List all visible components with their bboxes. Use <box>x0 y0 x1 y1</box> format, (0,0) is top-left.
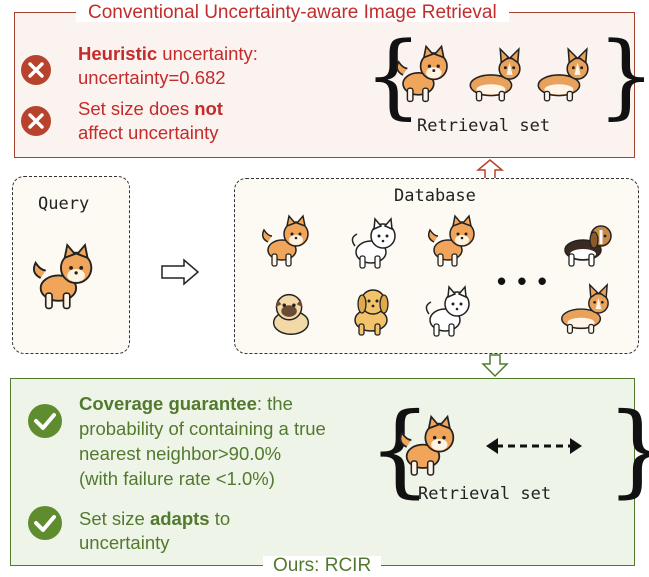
affect-uncertainty-text: affect uncertainty <box>78 122 219 143</box>
heuristic-uncertainty-text: Heuristic uncertainty: <box>78 43 258 64</box>
white-dog-image <box>418 282 480 342</box>
coverage-line-4: (with failure rate <1.0%) <box>79 468 275 489</box>
conventional-panel-title: Conventional Uncertainty-aware Image Ret… <box>76 3 509 22</box>
rcir-panel <box>10 378 635 566</box>
uncertainty-value-text: uncertainty=0.682 <box>78 67 226 88</box>
arrow-up-icon <box>475 159 505 180</box>
ellipsis: • • • <box>497 266 549 296</box>
right-brace: } <box>597 30 649 122</box>
x-circle-icon <box>21 55 51 85</box>
corgi-dog-image <box>528 46 594 108</box>
check-circle-icon <box>28 404 62 438</box>
conventional-panel <box>14 12 635 158</box>
database-label: Database <box>394 186 476 206</box>
right-brace: } <box>606 400 649 500</box>
corgi-dog-image <box>460 46 526 108</box>
set-size-adapts-text: Set size adapts to <box>79 508 231 529</box>
rcir-panel-title: Ours: RCIR <box>263 556 382 576</box>
x-circle-icon <box>21 106 51 136</box>
shiba-dog-image <box>424 212 484 272</box>
query-shiba-image <box>28 240 104 316</box>
retriever-dog-image <box>343 280 403 340</box>
query-label: Query <box>38 194 90 214</box>
uncertainty-line: uncertainty <box>79 532 170 553</box>
coverage-line-2: probability of containing a true <box>79 418 326 439</box>
arrow-right-icon <box>161 258 200 286</box>
pug-dog-image <box>262 284 320 342</box>
retrieval-set-label: Retrieval set <box>418 484 552 504</box>
shiba-dog-image <box>395 412 465 482</box>
dashed-double-arrow-icon <box>486 438 582 454</box>
check-circle-icon <box>28 506 62 540</box>
white-dog-image <box>345 214 405 274</box>
coverage-line-3: nearest neighbor>90.0% <box>79 443 282 464</box>
coverage-guarantee-text: Coverage guarantee: the <box>79 393 293 414</box>
corgi-dog-image <box>552 282 614 340</box>
shiba-dog-image <box>258 212 318 272</box>
shiba-dog-image <box>392 42 458 108</box>
retrieval-set-label: Retrieval set <box>417 116 551 136</box>
arrow-down-icon <box>481 354 509 378</box>
beagle-dog-image <box>556 214 618 274</box>
set-size-text: Set size does not <box>78 98 223 119</box>
